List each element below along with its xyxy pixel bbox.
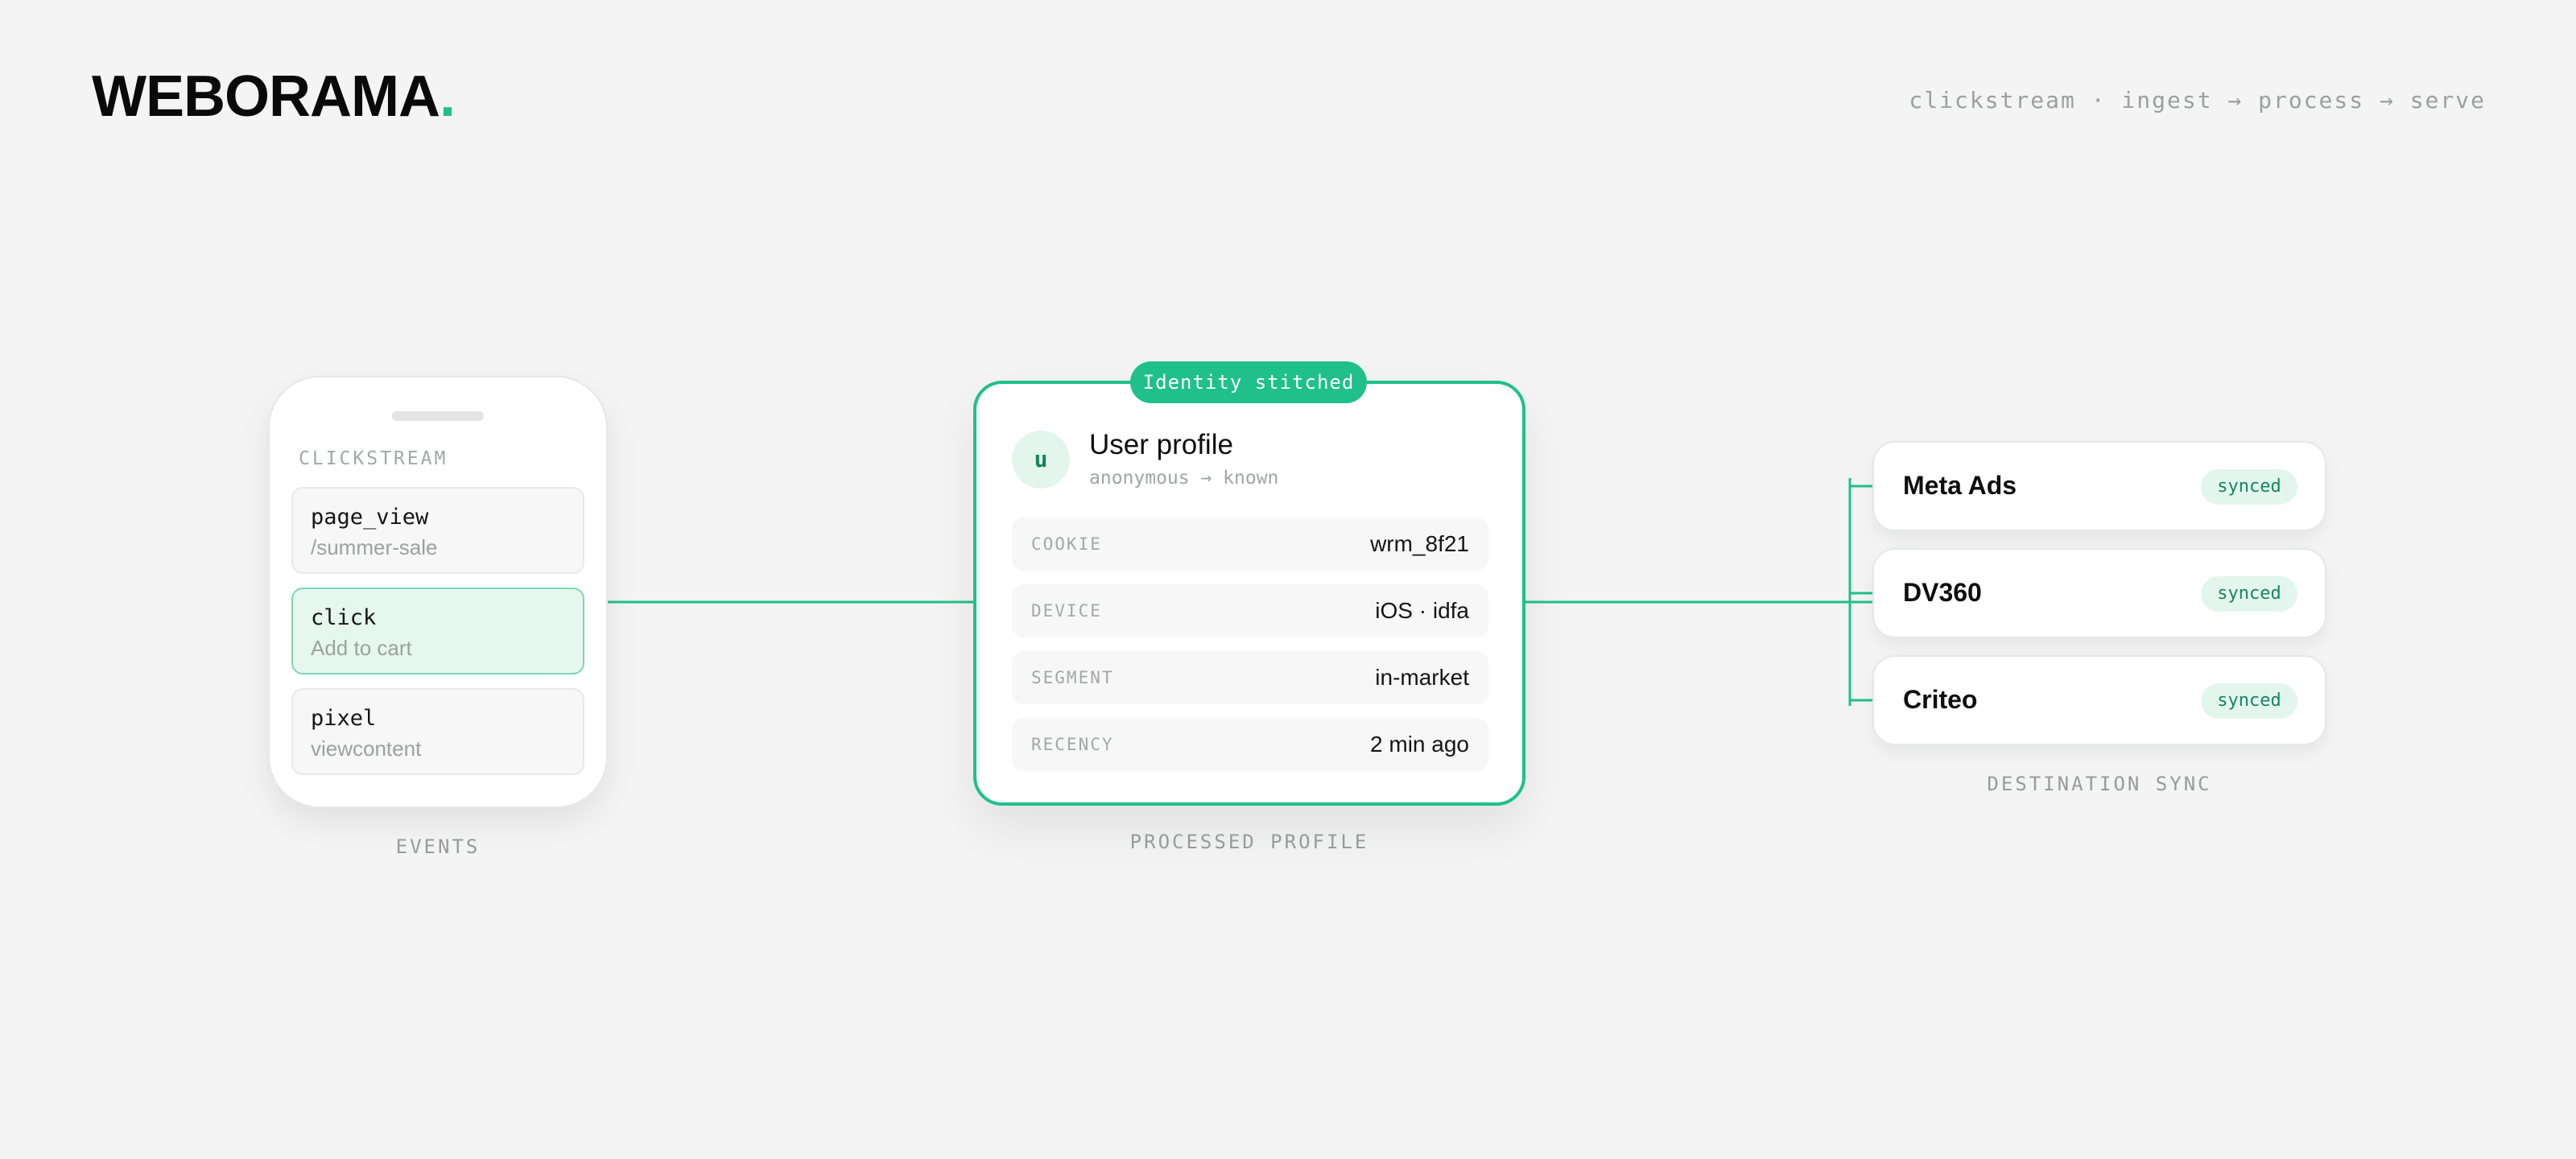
destination-name: DV360 xyxy=(1903,578,1982,607)
clickstream-caption: CLICKSTREAM xyxy=(299,448,448,469)
profile-subtitle: anonymous → known xyxy=(1089,468,1279,489)
event-detail: viewcontent xyxy=(311,736,422,761)
attribute-key: DEVICE xyxy=(1031,601,1102,621)
event-detail: Add to cart xyxy=(311,636,412,660)
attribute-value: wrm_8f21 xyxy=(1370,531,1469,556)
attribute-value: iOS · idfa xyxy=(1375,598,1469,623)
attribute-row-recency: RECENCY 2 min ago xyxy=(1012,718,1488,771)
profile-card: u User profile anonymous → known COOKIE … xyxy=(973,381,1525,806)
event-item-click[interactable]: click Add to cart xyxy=(291,588,584,674)
event-name: page_view xyxy=(311,505,429,530)
attribute-row-segment: SEGMENT in-market xyxy=(1012,651,1488,704)
sync-status-badge: synced xyxy=(2201,683,2297,719)
sync-status-badge: synced xyxy=(2201,469,2297,505)
brand-name: WEBORAMA xyxy=(92,64,440,129)
attribute-key: SEGMENT xyxy=(1031,668,1114,687)
destination-sync-label: DESTINATION SYNC xyxy=(1987,773,2212,795)
event-name: pixel xyxy=(311,706,377,731)
events-phone: CLICKSTREAM page_view /summer-sale click… xyxy=(268,376,608,808)
attribute-value: in-market xyxy=(1375,665,1469,690)
brand-logo: WEBORAMA. xyxy=(92,68,456,126)
phone-notch xyxy=(392,411,484,421)
pipeline-tagline: clickstream · ingest → process → serve xyxy=(1909,87,2486,113)
avatar: u xyxy=(1012,431,1070,489)
attribute-key: COOKIE xyxy=(1031,534,1102,554)
attribute-value: 2 min ago xyxy=(1370,732,1469,757)
attribute-key: RECENCY xyxy=(1031,735,1114,754)
destination-criteo[interactable]: Criteo synced xyxy=(1872,655,2326,745)
event-item-pixel[interactable]: pixel viewcontent xyxy=(291,688,584,775)
destination-meta-ads[interactable]: Meta Ads synced xyxy=(1872,441,2326,531)
event-detail: /summer-sale xyxy=(311,535,438,559)
attribute-row-cookie: COOKIE wrm_8f21 xyxy=(1012,518,1488,571)
profile-title: User profile xyxy=(1089,429,1233,460)
event-name: click xyxy=(311,605,377,630)
destination-name: Criteo xyxy=(1903,685,1978,714)
destination-dv360[interactable]: DV360 synced xyxy=(1872,548,2326,638)
destination-name: Meta Ads xyxy=(1903,471,2017,500)
events-label: EVENTS xyxy=(395,835,481,858)
event-item-page-view[interactable]: page_view /summer-sale xyxy=(291,487,584,574)
processed-profile-label: PROCESSED PROFILE xyxy=(1129,831,1369,853)
brand-dot: . xyxy=(439,64,456,129)
identity-stitched-badge: Identity stitched xyxy=(1130,361,1367,403)
attribute-row-device: DEVICE iOS · idfa xyxy=(1012,584,1488,637)
sync-status-badge: synced xyxy=(2201,576,2297,612)
